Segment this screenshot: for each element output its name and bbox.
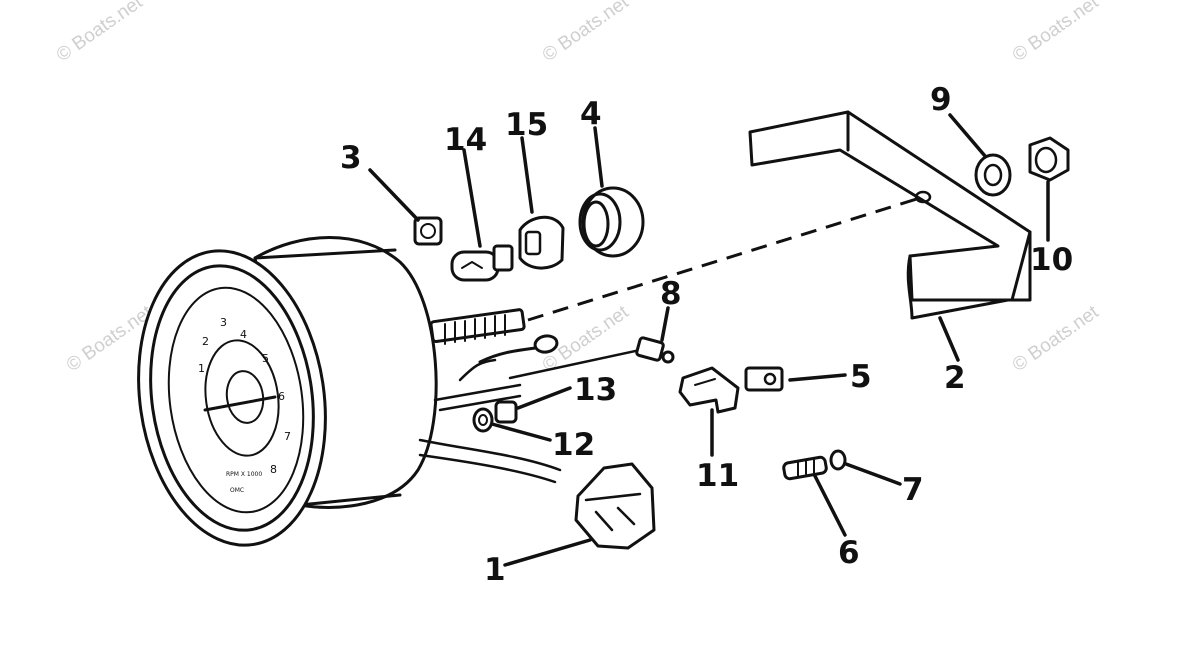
callout-6: 6 [838,535,860,571]
dial-number: 5 [262,352,269,365]
watermark: © Boats.net [539,0,633,66]
callout-4: 4 [580,96,602,132]
tachometer-housing: 1 2 3 4 5 6 7 8 RPM X 1000 OMC [137,236,562,547]
nut-part-13 [494,400,518,424]
bracket-part-2 [748,110,1032,320]
callout-15: 15 [505,107,548,143]
screw-part-6 [782,455,828,481]
lock-washer-part-7 [829,449,847,471]
dial-number: 6 [278,390,285,403]
callout-1: 1 [484,552,506,588]
dial-number: 8 [270,463,277,476]
bulb-part-14 [450,244,514,282]
callout-8: 8 [660,276,682,312]
grommet-part-4 [578,186,645,258]
connector-part-8 [635,336,675,364]
dial-number: 1 [198,362,205,375]
watermark: © Boats.net [1009,301,1103,376]
leader-lines [368,113,1050,567]
threaded-stud [429,308,526,345]
nut-part-3 [413,216,443,246]
clip-part-11 [678,366,740,414]
dial-number: 7 [284,430,291,443]
clamp-part-1 [574,462,656,550]
hex-nut-part-10 [1028,136,1070,182]
socket-part-15 [518,215,565,270]
dial-number: 4 [240,328,247,341]
dial-units: RPM X 1000 [226,471,262,478]
callout-12: 12 [552,427,595,463]
callout-5: 5 [850,359,872,395]
washer-part-12 [472,407,494,433]
dial-number: 3 [220,316,227,329]
terminal-part-5 [744,366,784,392]
callouts: 3 14 15 4 9 10 8 5 2 13 12 11 1 6 7 [340,82,1073,588]
watermark: © Boats.net [53,0,147,66]
callout-7: 7 [902,472,924,508]
callout-9: 9 [930,82,952,118]
dial-brand: OMC [230,487,244,494]
callout-2: 2 [944,360,966,396]
callout-11: 11 [696,458,739,494]
watermark: © Boats.net [1009,0,1103,66]
star-washer-part-9 [974,153,1012,197]
callout-13: 13 [574,372,617,408]
ring-terminal-wire [478,334,642,380]
callout-3: 3 [340,140,362,176]
dial-number: 2 [202,335,209,348]
assembly-line [527,196,921,322]
callout-10: 10 [1030,242,1073,278]
callout-14: 14 [444,122,487,158]
